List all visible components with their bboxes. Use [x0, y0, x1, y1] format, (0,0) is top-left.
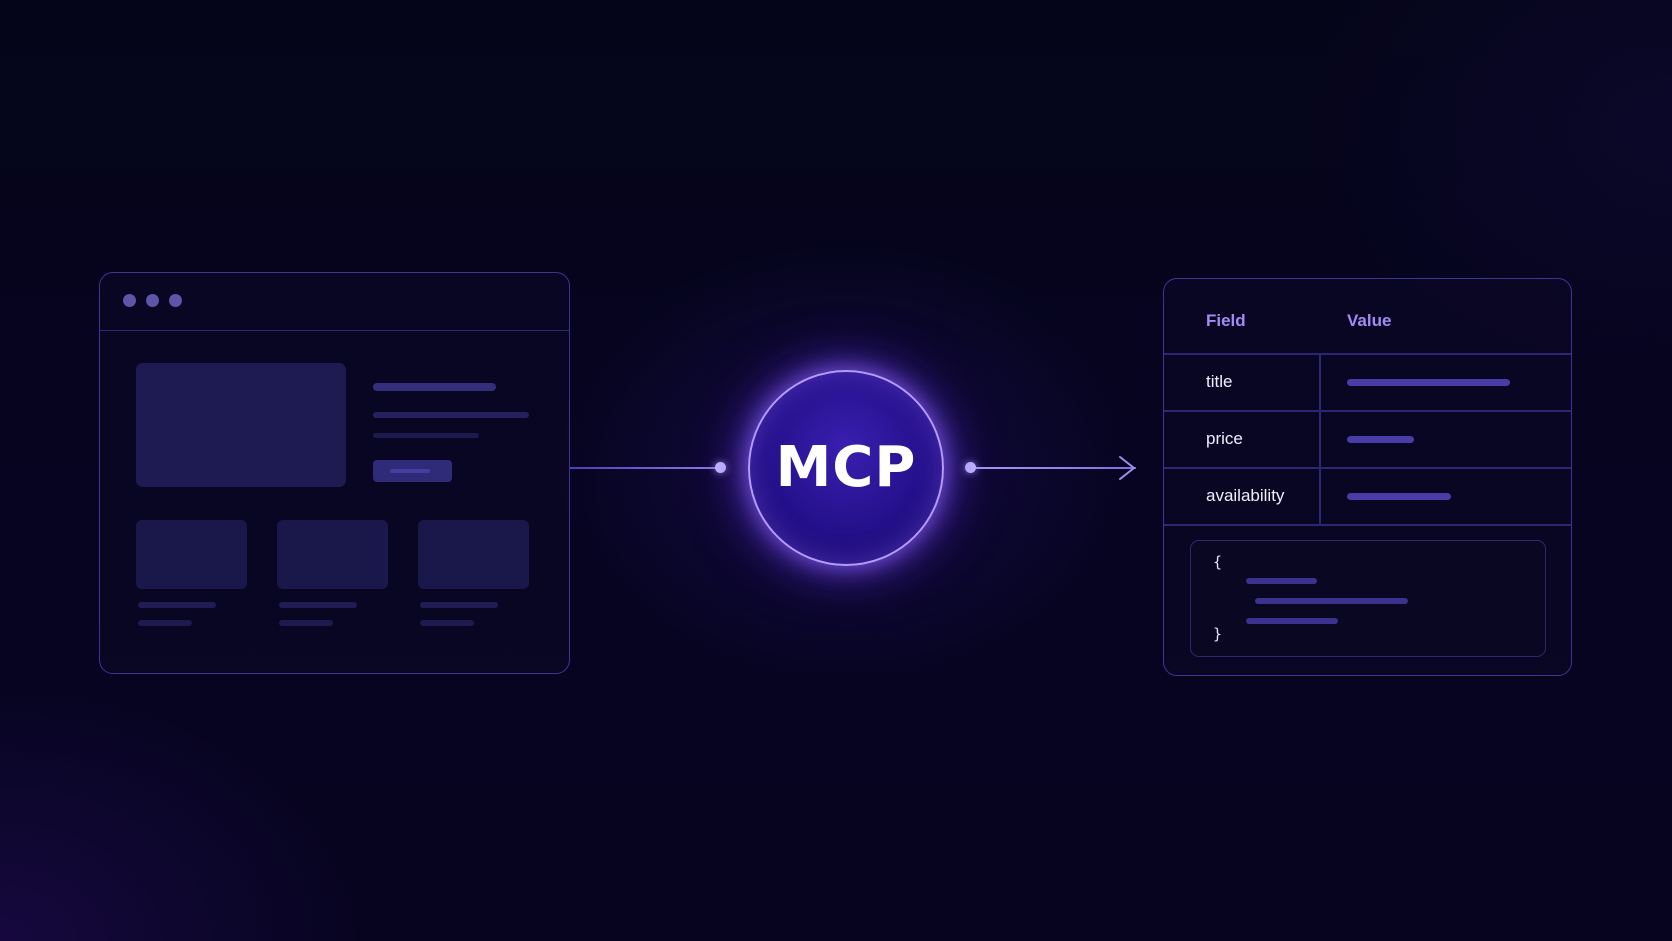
json-preview: { }	[1190, 540, 1546, 657]
column-divider	[1319, 353, 1321, 524]
row-divider	[1164, 410, 1571, 412]
card-image-placeholder	[136, 520, 247, 589]
card-image-placeholder	[277, 520, 388, 589]
connector-left	[570, 467, 720, 469]
text-line-placeholder	[373, 433, 479, 438]
card-text-placeholder	[420, 602, 498, 608]
header-value: Value	[1347, 311, 1392, 330]
hero-image-placeholder	[136, 363, 346, 487]
header-field: Field	[1206, 311, 1246, 330]
row-field-availability: availability	[1206, 486, 1285, 505]
value-placeholder-price	[1347, 436, 1414, 443]
browser-window	[99, 272, 570, 674]
text-line-placeholder	[373, 412, 529, 418]
json-open-brace: {	[1213, 553, 1223, 571]
card-text-placeholder	[138, 620, 192, 626]
json-line-placeholder	[1255, 598, 1408, 604]
row-divider	[1164, 524, 1571, 526]
row-field-price: price	[1206, 429, 1243, 448]
arrow-right-icon	[1119, 456, 1135, 480]
row-field-title: title	[1206, 372, 1233, 391]
card-text-placeholder	[420, 620, 474, 626]
mcp-label: MCP	[775, 435, 917, 500]
json-close-brace: }	[1213, 625, 1223, 643]
card-text-placeholder	[138, 602, 216, 608]
json-line-placeholder	[1246, 618, 1338, 624]
value-placeholder-availability	[1347, 493, 1451, 500]
row-divider	[1164, 467, 1571, 469]
card-text-placeholder	[279, 602, 357, 608]
json-line-placeholder	[1246, 578, 1317, 584]
window-dot-icon	[169, 294, 182, 307]
card-text-placeholder	[279, 620, 333, 626]
structured-data-table: Field Value title price availability { }	[1163, 278, 1572, 676]
value-placeholder-title	[1347, 379, 1510, 386]
connector-node-icon	[715, 462, 726, 473]
button-label-placeholder	[390, 469, 430, 473]
heading-placeholder	[373, 383, 496, 391]
window-dot-icon	[123, 294, 136, 307]
window-dot-icon	[146, 294, 159, 307]
connector-right	[971, 467, 1136, 469]
browser-title-bar	[100, 273, 569, 331]
mcp-node: MCP	[748, 370, 944, 566]
row-divider	[1164, 353, 1571, 355]
connector-node-icon	[965, 462, 976, 473]
card-image-placeholder	[418, 520, 529, 589]
